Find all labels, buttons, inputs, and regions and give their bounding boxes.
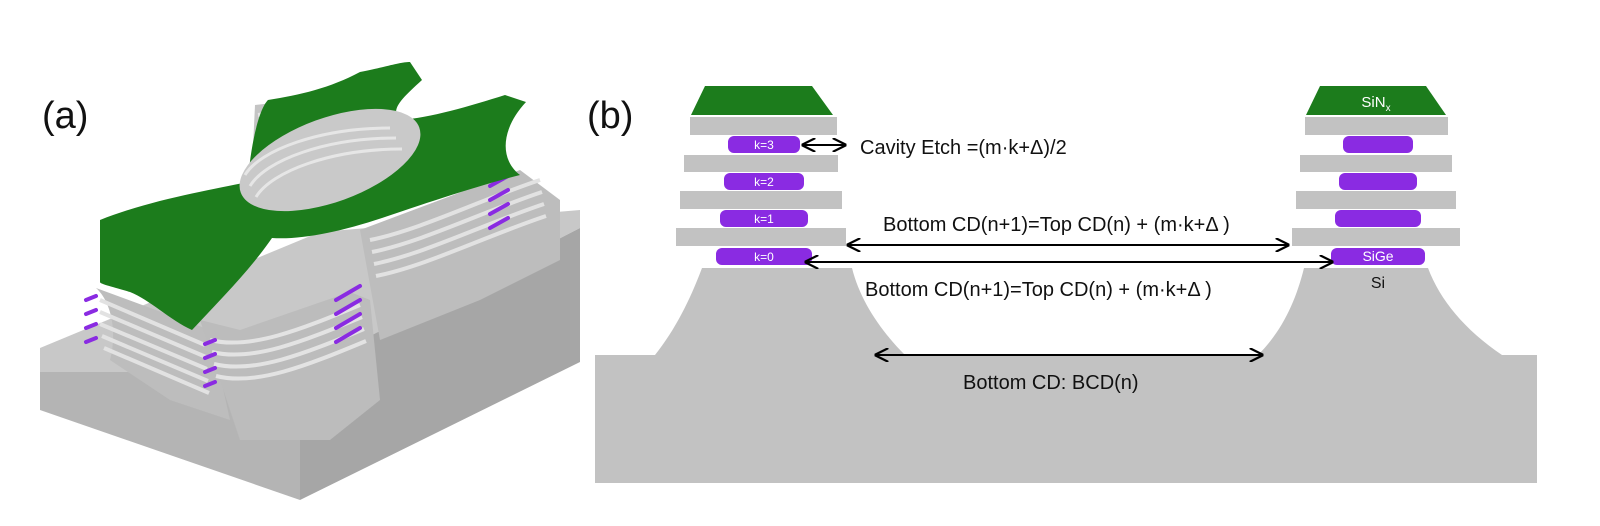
right-si-layer-2 xyxy=(1296,191,1456,209)
layer-label-k1: k=1 xyxy=(754,212,774,226)
right-sige-k0 xyxy=(1331,248,1425,265)
sinx-label: SiNx xyxy=(1361,94,1390,114)
substrate-side-face xyxy=(300,228,580,500)
right-si-layer-1 xyxy=(1292,228,1460,246)
left-si-layer-2 xyxy=(680,191,842,209)
right-si-layer-4 xyxy=(1305,117,1448,135)
right-sige-k3 xyxy=(1343,136,1413,153)
right-sinx-cap xyxy=(1306,86,1446,115)
left-sige-k0 xyxy=(716,248,812,265)
right-sige-k1 xyxy=(1335,210,1421,227)
left-sige-k1 xyxy=(720,210,808,227)
right-si-layer-3 xyxy=(1300,155,1452,172)
pillar-stack-left xyxy=(96,288,230,420)
left-fin-stack: k=3 k=2 k=1 k=0 xyxy=(676,86,846,265)
panel-a-3d-structure: (a) xyxy=(40,62,580,500)
bottom-cd-base-text: Bottom CD: BCD(n) xyxy=(963,372,1139,394)
right-fin-stack: SiNx SiGe Si xyxy=(1292,86,1460,292)
left-sige-k3 xyxy=(728,136,800,153)
bottom-cd-text-2: Bottom CD(n+1)=Top CD(n) + (m·k+Δ ) xyxy=(865,279,1212,301)
bottom-cd-text-1: Bottom CD(n+1)=Top CD(n) + (m·k+Δ ) xyxy=(883,214,1230,236)
panel-b-cross-section: (b) k=3 k=2 k=1 k=0 xyxy=(587,86,1537,483)
sinx-opening xyxy=(239,108,421,212)
layer-label-k2: k=2 xyxy=(754,175,774,189)
cavity-etch-text: Cavity Etch =(m·k+Δ)/2 xyxy=(860,137,1067,159)
sige-label: SiGe xyxy=(1362,248,1393,264)
panel-b-label: (b) xyxy=(587,95,633,137)
pillar-stack-right xyxy=(360,170,560,340)
right-sige-k2 xyxy=(1339,173,1417,190)
left-sinx-cap xyxy=(691,86,833,115)
si-label: Si xyxy=(1371,275,1385,292)
left-si-layer-3 xyxy=(684,155,838,172)
left-si-layer-4 xyxy=(690,117,837,135)
left-si-layer-1 xyxy=(676,228,846,246)
layer-label-k3: k=3 xyxy=(754,138,774,152)
sige-marks-3d xyxy=(84,174,510,388)
left-sige-k2 xyxy=(724,173,804,190)
panel-a-label: (a) xyxy=(42,95,88,137)
layer-label-k0: k=0 xyxy=(754,250,774,264)
si-substrate xyxy=(595,268,1537,483)
